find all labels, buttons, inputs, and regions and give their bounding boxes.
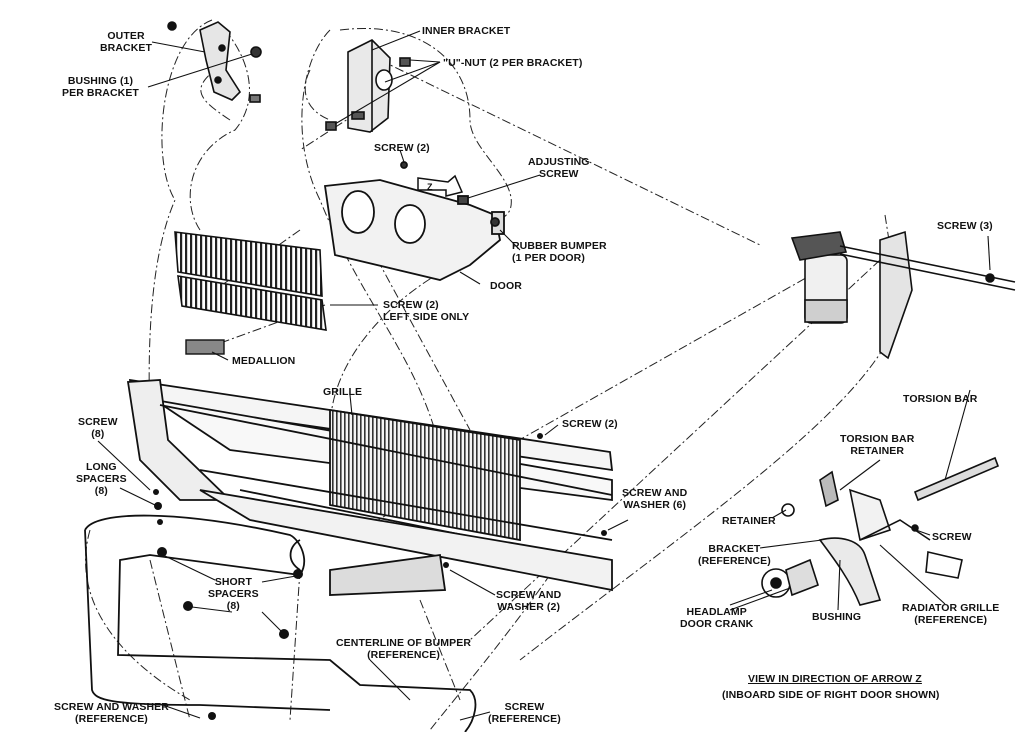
view-title: VIEW IN DIRECTION OF ARROW Z — [748, 673, 922, 685]
label-screw-right: SCREW — [932, 531, 972, 543]
label-centerline-bumper: CENTERLINE OF BUMPER(REFERENCE) — [336, 637, 472, 661]
label-screw-3: SCREW (3) — [937, 220, 993, 232]
arrow-z-marker — [417, 174, 464, 197]
leader-lines — [97, 30, 991, 721]
headlamp-door-part — [323, 161, 505, 281]
label-screw-left-side: SCREW (2)LEFT SIDE ONLY — [383, 299, 470, 323]
label-door: DOOR — [490, 280, 522, 292]
medallion-part — [185, 339, 225, 355]
label-screw-2-top: SCREW (2) — [374, 142, 430, 154]
label-arrow-z: Z — [427, 182, 433, 192]
label-bushing: BUSHING (1)PER BRACKET — [62, 75, 139, 99]
torsion-assembly-part — [790, 230, 1016, 360]
label-u-nut: "U"-NUT (2 PER BRACKET) — [443, 57, 583, 69]
label-screw-8: SCREW(8) — [78, 416, 118, 440]
label-screw-washer-reference: SCREW AND WASHER(REFERENCE) — [54, 701, 169, 725]
inner-bracket-part — [325, 39, 411, 133]
label-bracket-reference: BRACKET(REFERENCE) — [698, 543, 771, 567]
label-inner-bracket: INNER BRACKET — [422, 25, 511, 37]
view-subtitle: (INBOARD SIDE OF RIGHT DOOR SHOWN) — [722, 689, 940, 701]
lower-bumper-part — [84, 514, 477, 732]
label-rubber-bumper: RUBBER BUMPER(1 PER DOOR) — [512, 240, 607, 264]
label-bushing-right: BUSHING — [812, 611, 862, 623]
label-grille: GRILLE — [323, 386, 363, 398]
label-medallion: MEDALLION — [232, 355, 296, 367]
label-screw-reference: SCREW(REFERENCE) — [488, 701, 561, 725]
label-torsion-bar: TORSION BAR — [903, 393, 978, 405]
label-screw-2-grille: SCREW (2) — [562, 418, 618, 430]
fasteners — [153, 433, 607, 720]
torsion-bar-part — [761, 456, 1000, 606]
upper-grille-panel — [174, 231, 327, 331]
grille-bar-part — [126, 378, 614, 596]
label-radiator-grille: RADIATOR GRILLE(REFERENCE) — [902, 602, 1000, 626]
outer-bracket-part — [167, 21, 262, 103]
reference-lines — [85, 19, 901, 731]
label-retainer: RETAINER — [722, 515, 776, 527]
